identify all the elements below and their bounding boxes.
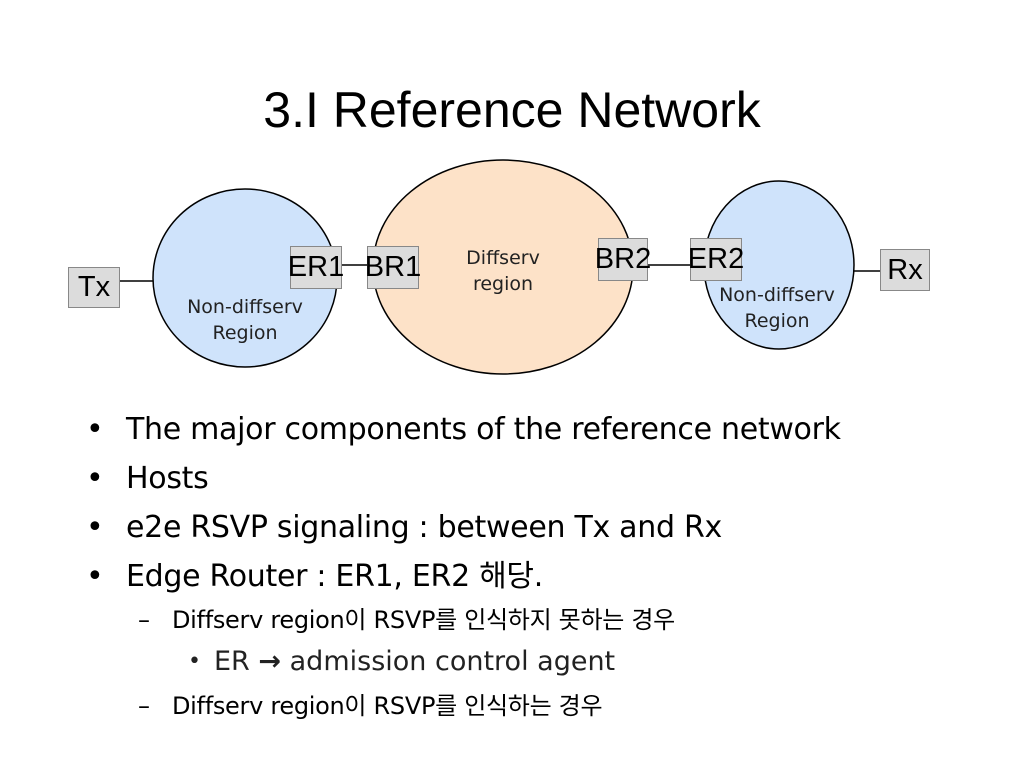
rx-node: Rx: [880, 249, 930, 291]
diagram-shapes: [120, 159, 880, 375]
br2-node: BR2: [595, 238, 651, 281]
bullet-item-components: The major components of the reference ne…: [86, 410, 841, 450]
right-region-label: Non-diffserv Region: [700, 282, 854, 334]
tx-node: Tx: [68, 267, 120, 308]
right-region-label-line2: Region: [744, 310, 810, 332]
left-region-label-line2: Region: [212, 322, 278, 344]
center-region-label: Diffserv region: [433, 245, 573, 297]
bullet-item-hosts: Hosts: [86, 459, 209, 499]
er-label: ER: [214, 646, 250, 677]
left-region-label: Non-diffserv Region: [165, 294, 325, 346]
center-region-label-line1: Diffserv: [466, 247, 540, 269]
bullet-item-edge-router: Edge Router : ER1, ER2 해당.: [86, 557, 543, 597]
sub-bullet-not-aware: Diffserv region이 RSVP를 인식하지 못하는 경우: [138, 603, 675, 637]
right-arrow-icon: →: [258, 646, 282, 677]
reference-network-diagram: Non-diffserv Region Diffserv region Non-…: [68, 159, 930, 375]
center-region-label-line2: region: [472, 273, 534, 295]
admission-control-agent-text: admission control agent: [289, 646, 616, 677]
sub-bullet-aware: Diffserv region이 RSVP를 인식하는 경우: [138, 689, 603, 723]
br1-node: BR1: [365, 246, 421, 289]
bullet-item-rsvp-signaling: e2e RSVP signaling : between Tx and Rx: [86, 508, 722, 548]
sub-sub-bullet-er-agent: ER → admission control agent: [188, 645, 616, 679]
right-region-label-line1: Non-diffserv: [719, 284, 835, 306]
slide-title: 3.I Reference Network: [263, 82, 761, 138]
left-region-label-line1: Non-diffserv: [187, 296, 303, 318]
er2-node: ER2: [688, 238, 744, 281]
er1-node: ER1: [288, 246, 344, 289]
